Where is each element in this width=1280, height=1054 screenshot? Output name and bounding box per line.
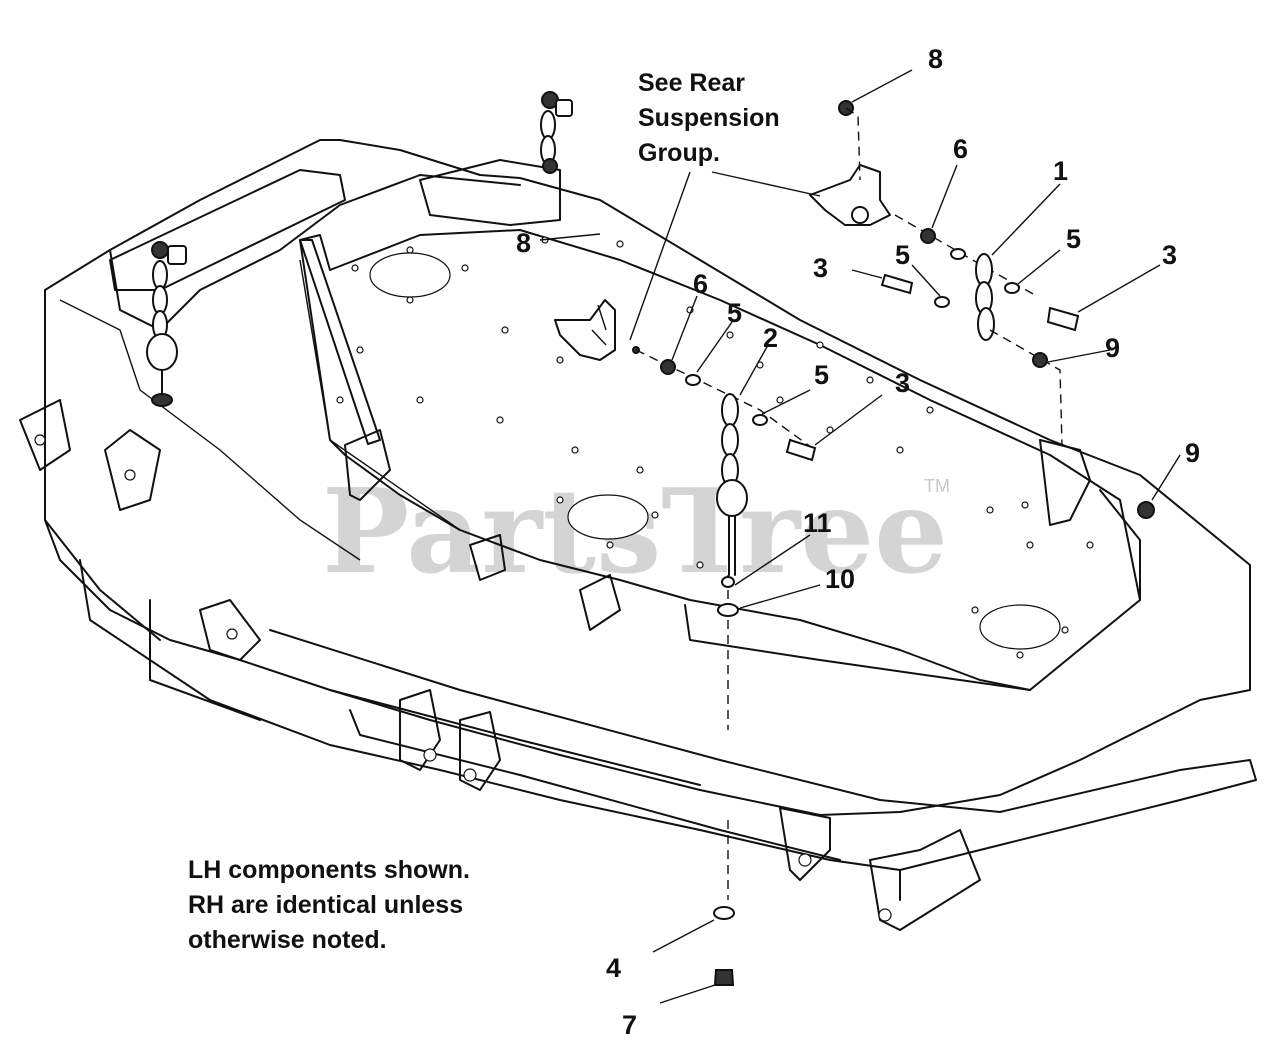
center-chain-assembly (554, 299, 817, 986)
left-chain-rear (540, 91, 573, 174)
callout-9-upper: 9 (1105, 333, 1120, 363)
callout-8-left: 8 (516, 228, 531, 258)
callout-11: 11 (803, 508, 832, 538)
callout-labels: 8 8 6 6 1 5 5 5 5 3 3 3 9 9 2 11 10 4 7 (516, 44, 1200, 1040)
reference-line-2: Suspension (638, 104, 780, 132)
leader-lines (539, 69, 1181, 1004)
reference-line-3: Group. (638, 139, 720, 167)
callout-3-center: 3 (895, 368, 910, 398)
callout-6-center: 6 (693, 269, 708, 299)
components-note: LH components shown. RH are identical un… (188, 856, 470, 954)
callout-9-lower: 9 (1185, 438, 1200, 468)
note-line-2: RH are identical unless (188, 891, 463, 919)
callout-5-right-outer: 5 (1066, 224, 1081, 254)
note-line-3: otherwise noted. (188, 926, 387, 954)
callout-5-right-inner: 5 (895, 240, 910, 270)
callout-3-right-inner: 3 (813, 253, 828, 283)
left-chain-front (146, 241, 187, 407)
reference-line-1: See Rear (638, 69, 745, 97)
callout-5-center-outer: 5 (814, 360, 829, 390)
callout-8-top: 8 (928, 44, 943, 74)
callout-10: 10 (825, 564, 855, 594)
watermark-trademark: TM (924, 476, 950, 496)
callout-2: 2 (763, 323, 778, 353)
note-line-1: LH components shown. (188, 856, 470, 884)
callout-1: 1 (1053, 156, 1068, 186)
right-chain-assembly (809, 100, 1155, 519)
callout-3-right-outer: 3 (1162, 240, 1177, 270)
reference-note: See Rear Suspension Group. (638, 69, 780, 167)
callout-6-right: 6 (953, 134, 968, 164)
callout-7: 7 (622, 1010, 637, 1040)
callout-4: 4 (606, 953, 621, 983)
callout-5-center-inner: 5 (727, 298, 742, 328)
